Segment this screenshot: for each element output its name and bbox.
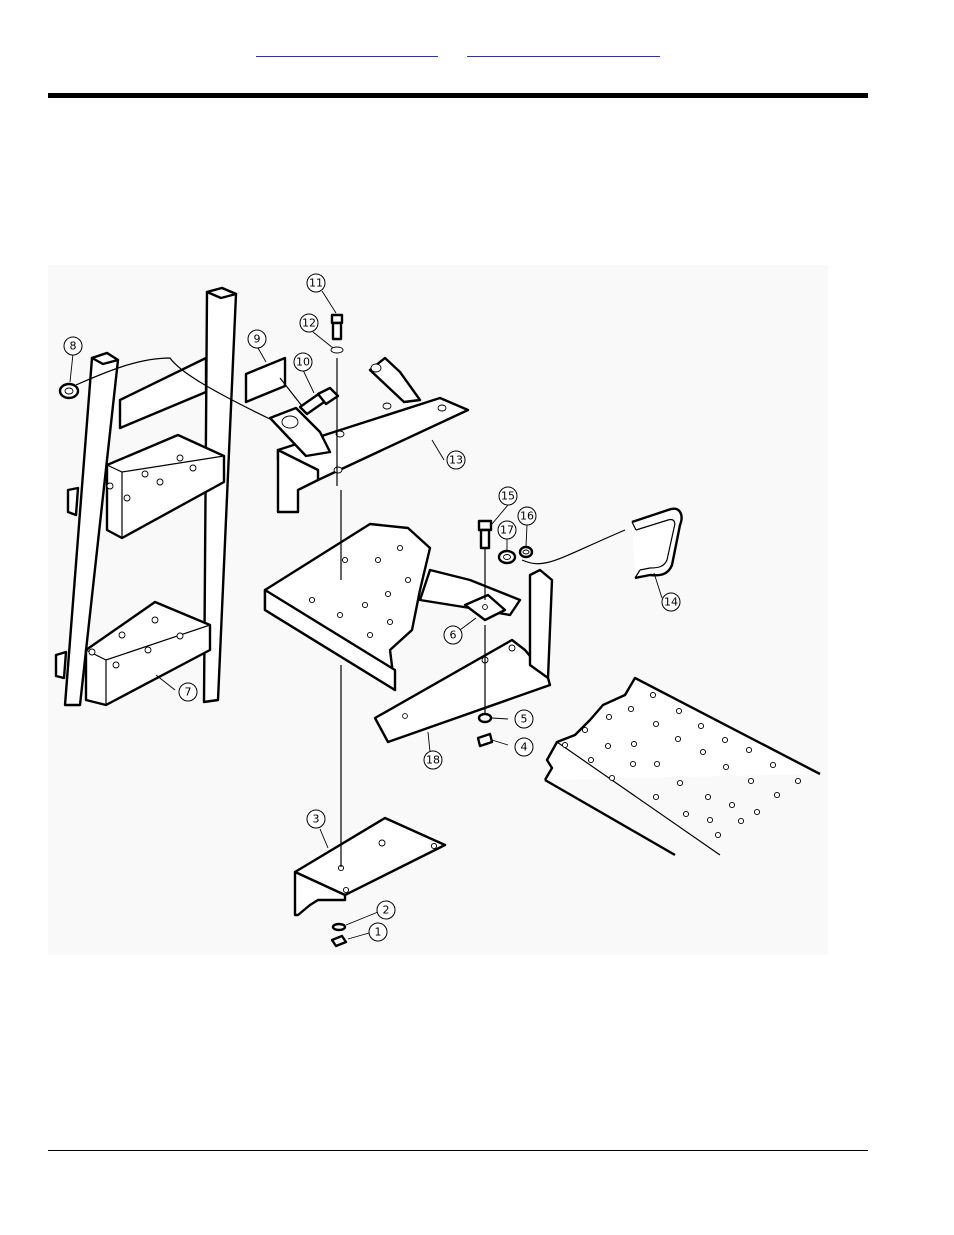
callout-1: 1 [369, 923, 387, 941]
svg-text:4: 4 [521, 741, 528, 754]
callout-11: 11 [307, 274, 325, 292]
svg-text:7: 7 [185, 686, 192, 699]
platform-deck [545, 678, 820, 855]
svg-text:10: 10 [296, 356, 310, 369]
svg-text:1: 1 [375, 926, 382, 939]
svg-text:13: 13 [449, 454, 463, 467]
svg-text:12: 12 [302, 317, 316, 330]
upper-bracket [270, 358, 468, 512]
ladder [56, 288, 236, 705]
callout-13: 13 [447, 451, 465, 469]
callout-7: 7 [179, 683, 197, 701]
svg-text:9: 9 [254, 333, 261, 346]
callout-17: 17 [498, 521, 516, 539]
svg-text:2: 2 [383, 904, 390, 917]
callout-3: 3 [307, 810, 325, 828]
svg-text:14: 14 [664, 596, 678, 609]
svg-text:6: 6 [450, 629, 457, 642]
callout-8: 8 [64, 337, 82, 355]
svg-text:11: 11 [309, 277, 323, 290]
callout-6: 6 [444, 626, 462, 644]
svg-text:15: 15 [501, 490, 515, 503]
lower-step-bracket [295, 818, 445, 915]
svg-text:17: 17 [500, 524, 514, 537]
callout-16: 16 [518, 507, 536, 525]
callout-10: 10 [294, 353, 312, 371]
callout-15: 15 [499, 487, 517, 505]
callout-4: 4 [515, 738, 533, 756]
svg-text:5: 5 [521, 713, 528, 726]
svg-text:3: 3 [313, 813, 320, 826]
svg-text:16: 16 [520, 510, 534, 523]
callout-2: 2 [377, 901, 395, 919]
callout-5: 5 [515, 710, 533, 728]
callout-14: 14 [662, 593, 680, 611]
callout-18: 18 [424, 751, 442, 769]
callout-12: 12 [300, 314, 318, 332]
callout-9: 9 [248, 330, 266, 348]
footer-rule [48, 1150, 868, 1151]
svg-text:18: 18 [426, 754, 440, 767]
svg-text:8: 8 [70, 340, 77, 353]
u-bolt [632, 509, 682, 578]
